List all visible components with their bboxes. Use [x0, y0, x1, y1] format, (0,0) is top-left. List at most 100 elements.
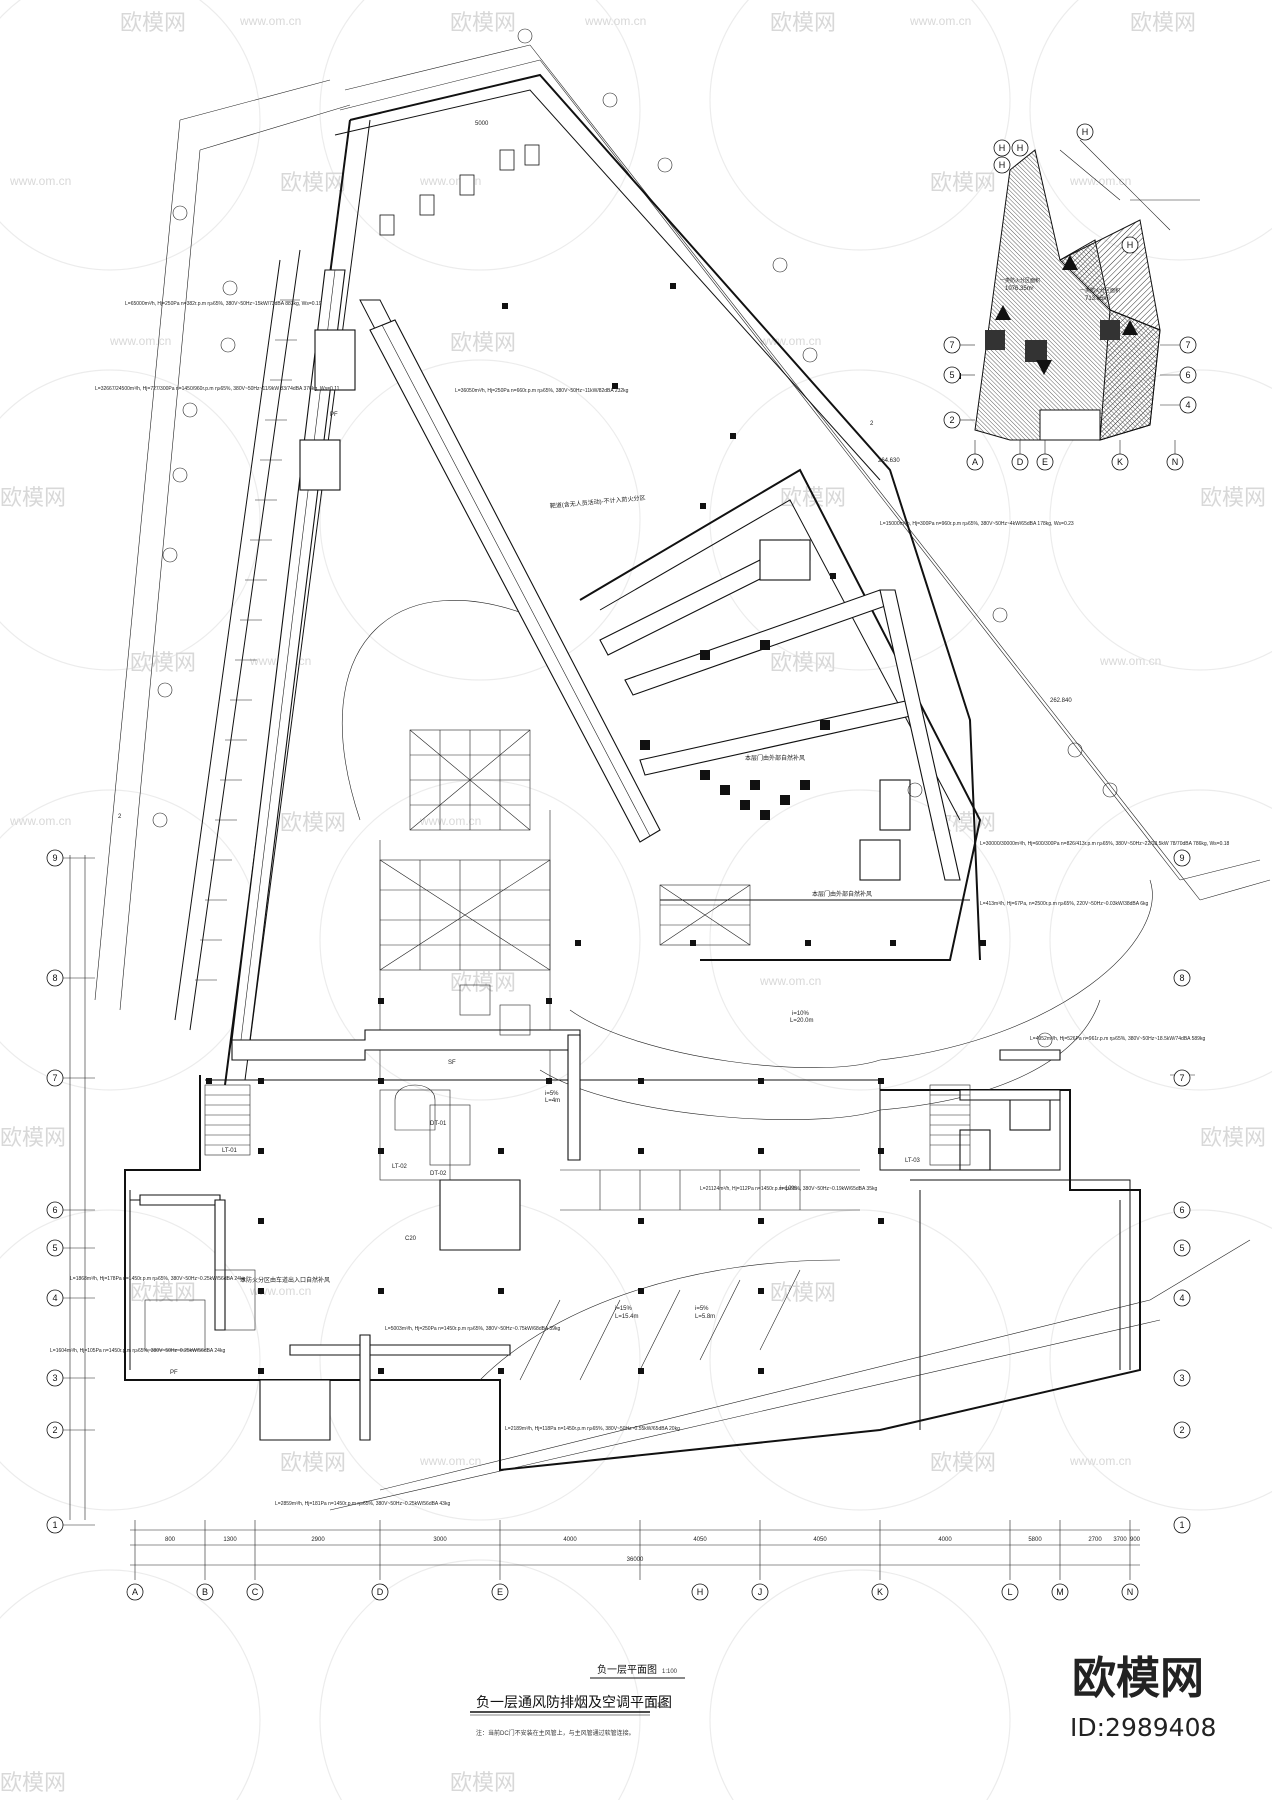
grid-row-bubble-left-8-label: 8 [52, 973, 57, 983]
lt-03-label: LT-03 [905, 1158, 921, 1164]
keyplan-col-bubble-e: E [1036, 453, 1054, 471]
grid-row-bubble-left-9: 9 [46, 849, 64, 867]
grid-row-bubble-left-3: 3 [46, 1369, 64, 1387]
watermark-url: www.om.cn [109, 334, 171, 348]
grid-col-bubble-e-label: E [497, 1587, 503, 1597]
grid-col-bubble-n: N [1121, 1583, 1139, 1601]
keyplan-row-right-4: 4 [1179, 396, 1197, 414]
num-2a: 2 [118, 814, 122, 820]
top-dimension: 5000 [475, 121, 489, 127]
grid-col-bubble-c-label: C [252, 1587, 259, 1597]
keyplan-top-bubble-0: H [993, 139, 1011, 157]
grid-row-bubble-right-9: 9 [1173, 849, 1191, 867]
grid-row-bubble-left-6-label: 6 [52, 1205, 57, 1215]
watermark-url: www.om.cn [1099, 654, 1161, 668]
zone-note-3: 本防火分区由车道出入口自然补风 [240, 1276, 330, 1284]
watermark-text: 欧模网 [780, 485, 846, 510]
grid-row-bubble-right-1: 1 [1173, 1516, 1191, 1534]
watermark-text: 欧模网 [770, 10, 836, 35]
watermark-text: 欧模网 [1200, 485, 1266, 510]
grid-row-bubble-left-5-label: 5 [52, 1243, 57, 1253]
grid-row-bubble-left-9-label: 9 [52, 853, 57, 863]
watermark-url: www.om.cn [9, 174, 71, 188]
bottom-dimension-value: 3700 [1113, 1537, 1127, 1543]
equipment-note-11: L=4952m³/h, Hj=526Pa n=961r.p.m η≥65%, 3… [1030, 1036, 1205, 1042]
grid-col-bubble-k-label: K [877, 1587, 883, 1597]
watermark-text: 欧模网 [450, 10, 516, 35]
grid-row-bubble-right-8: 8 [1173, 969, 1191, 987]
grid-col-bubble-c: C [246, 1583, 264, 1601]
grid-col-bubble-a: A [126, 1583, 144, 1601]
keyplan-row-right-4-label: 4 [1185, 400, 1190, 410]
key-plan-area-left: 1076.35m² [1005, 286, 1034, 292]
grid-col-bubble-h-label: H [697, 1587, 704, 1597]
equipment-note-4: L=15000m³/h, Hj=300Pa n=960r.p.m η≥65%, … [880, 521, 1074, 527]
slope-1: i=10% [792, 1011, 810, 1017]
key-plan-area-right-label: 一类防火分区面积 [1080, 287, 1120, 294]
watermark-text: 欧模网 [770, 1280, 836, 1305]
bottom-dimension-value: 800 [165, 1537, 176, 1543]
grid-row-bubble-right-6: 6 [1173, 1201, 1191, 1219]
slope-3: i=10% [780, 1186, 798, 1192]
grid-col-bubble-h: H [691, 1583, 709, 1601]
watermark-url: www.om.cn [759, 974, 821, 988]
watermark-text: 欧模网 [450, 1770, 516, 1795]
length-1: L=20.0m [790, 1018, 814, 1024]
title-block: 负一层平面图 1:100 负一层通风防排烟及空调平面图 1:100 注：当前DC… [470, 1663, 685, 1737]
keyplan-row-left-5: 5 [943, 366, 961, 384]
watermark-text: 欧模网 [0, 1770, 66, 1795]
watermark-url: www.om.cn [9, 814, 71, 828]
watermark-url: www.om.cn [1069, 1454, 1131, 1468]
bottom-dimension-value: 4000 [563, 1537, 577, 1543]
keyplan-top-bubble-2-label: H [1017, 143, 1024, 153]
keyplan-row-left-7: 7 [943, 336, 961, 354]
grid-row-bubble-left-3-label: 3 [52, 1373, 57, 1383]
watermark-url: www.om.cn [909, 14, 971, 28]
bottom-dimension-value: 4000 [938, 1537, 952, 1543]
keyplan-col-bubble-k: K [1111, 453, 1129, 471]
slope-4: i=5% [545, 1091, 559, 1097]
watermark-text: 欧模网 [0, 1125, 66, 1150]
watermark-url: www.om.cn [419, 814, 481, 828]
keyplan-top-bubble-0-label: H [999, 143, 1006, 153]
keyplan-row-right-7: 7 [1179, 336, 1197, 354]
keyplan-row-left-5-label: 5 [949, 370, 954, 380]
bottom-dimension-value: 4050 [813, 1537, 827, 1543]
dt-01-label: DT-01 [430, 1121, 447, 1127]
keyplan-row-right-6-label: 6 [1185, 370, 1190, 380]
watermark-text: 欧模网 [130, 1280, 196, 1305]
keyplan-top-bubble-4-label: H [1127, 240, 1134, 250]
keyplan-col-bubble-a: A [966, 453, 984, 471]
grid-row-bubble-right-8-label: 8 [1179, 973, 1184, 983]
grid-col-bubble-k: K [871, 1583, 889, 1601]
drawing-title-scale: 1:100 [652, 1703, 668, 1709]
watermark-text: 欧模网 [280, 170, 346, 195]
grid-axes [60, 855, 1195, 1580]
keyplan-row-left-2-label: 2 [949, 415, 954, 425]
grid-row-bubble-right-7: 7 [1173, 1069, 1191, 1087]
zone-note-2: 本层门由外部自然补风 [812, 890, 872, 898]
grid-row-bubble-right-5-label: 5 [1179, 1243, 1184, 1253]
grid-row-bubble-left-8: 8 [46, 969, 64, 987]
slope-5: i=5% [695, 1306, 709, 1312]
sf-label: SF [448, 1060, 456, 1066]
grid-col-bubble-m-label: M [1056, 1587, 1064, 1597]
lt-01-label: LT-01 [222, 1148, 238, 1154]
diagonal-grid-bubbles [152, 28, 1118, 1048]
elevation-2: 262.840 [1050, 698, 1072, 704]
keyplan-col-bubble-d-label: D [1017, 457, 1024, 467]
keyplan-top-bubble-2: H [1011, 139, 1029, 157]
grid-row-bubble-left-2: 2 [46, 1421, 64, 1439]
keyplan-col-bubble-k-label: K [1117, 457, 1123, 467]
equipment-note-6: L=5003m³/h, Hj=250Pa n=1450r.p.m η≥65%, … [385, 1326, 560, 1332]
bottom-dimension-value: 2900 [311, 1537, 325, 1543]
dt-02-label: DT-02 [430, 1171, 447, 1177]
equipment-note-10: L=2859m³/h, Hj=181Pa n=1450r.p.m η≥65%, … [275, 1501, 450, 1507]
key-plan-area-left-label: 一类防火分区面积 [1000, 277, 1040, 284]
watermark-text: 欧模网 [130, 650, 196, 675]
